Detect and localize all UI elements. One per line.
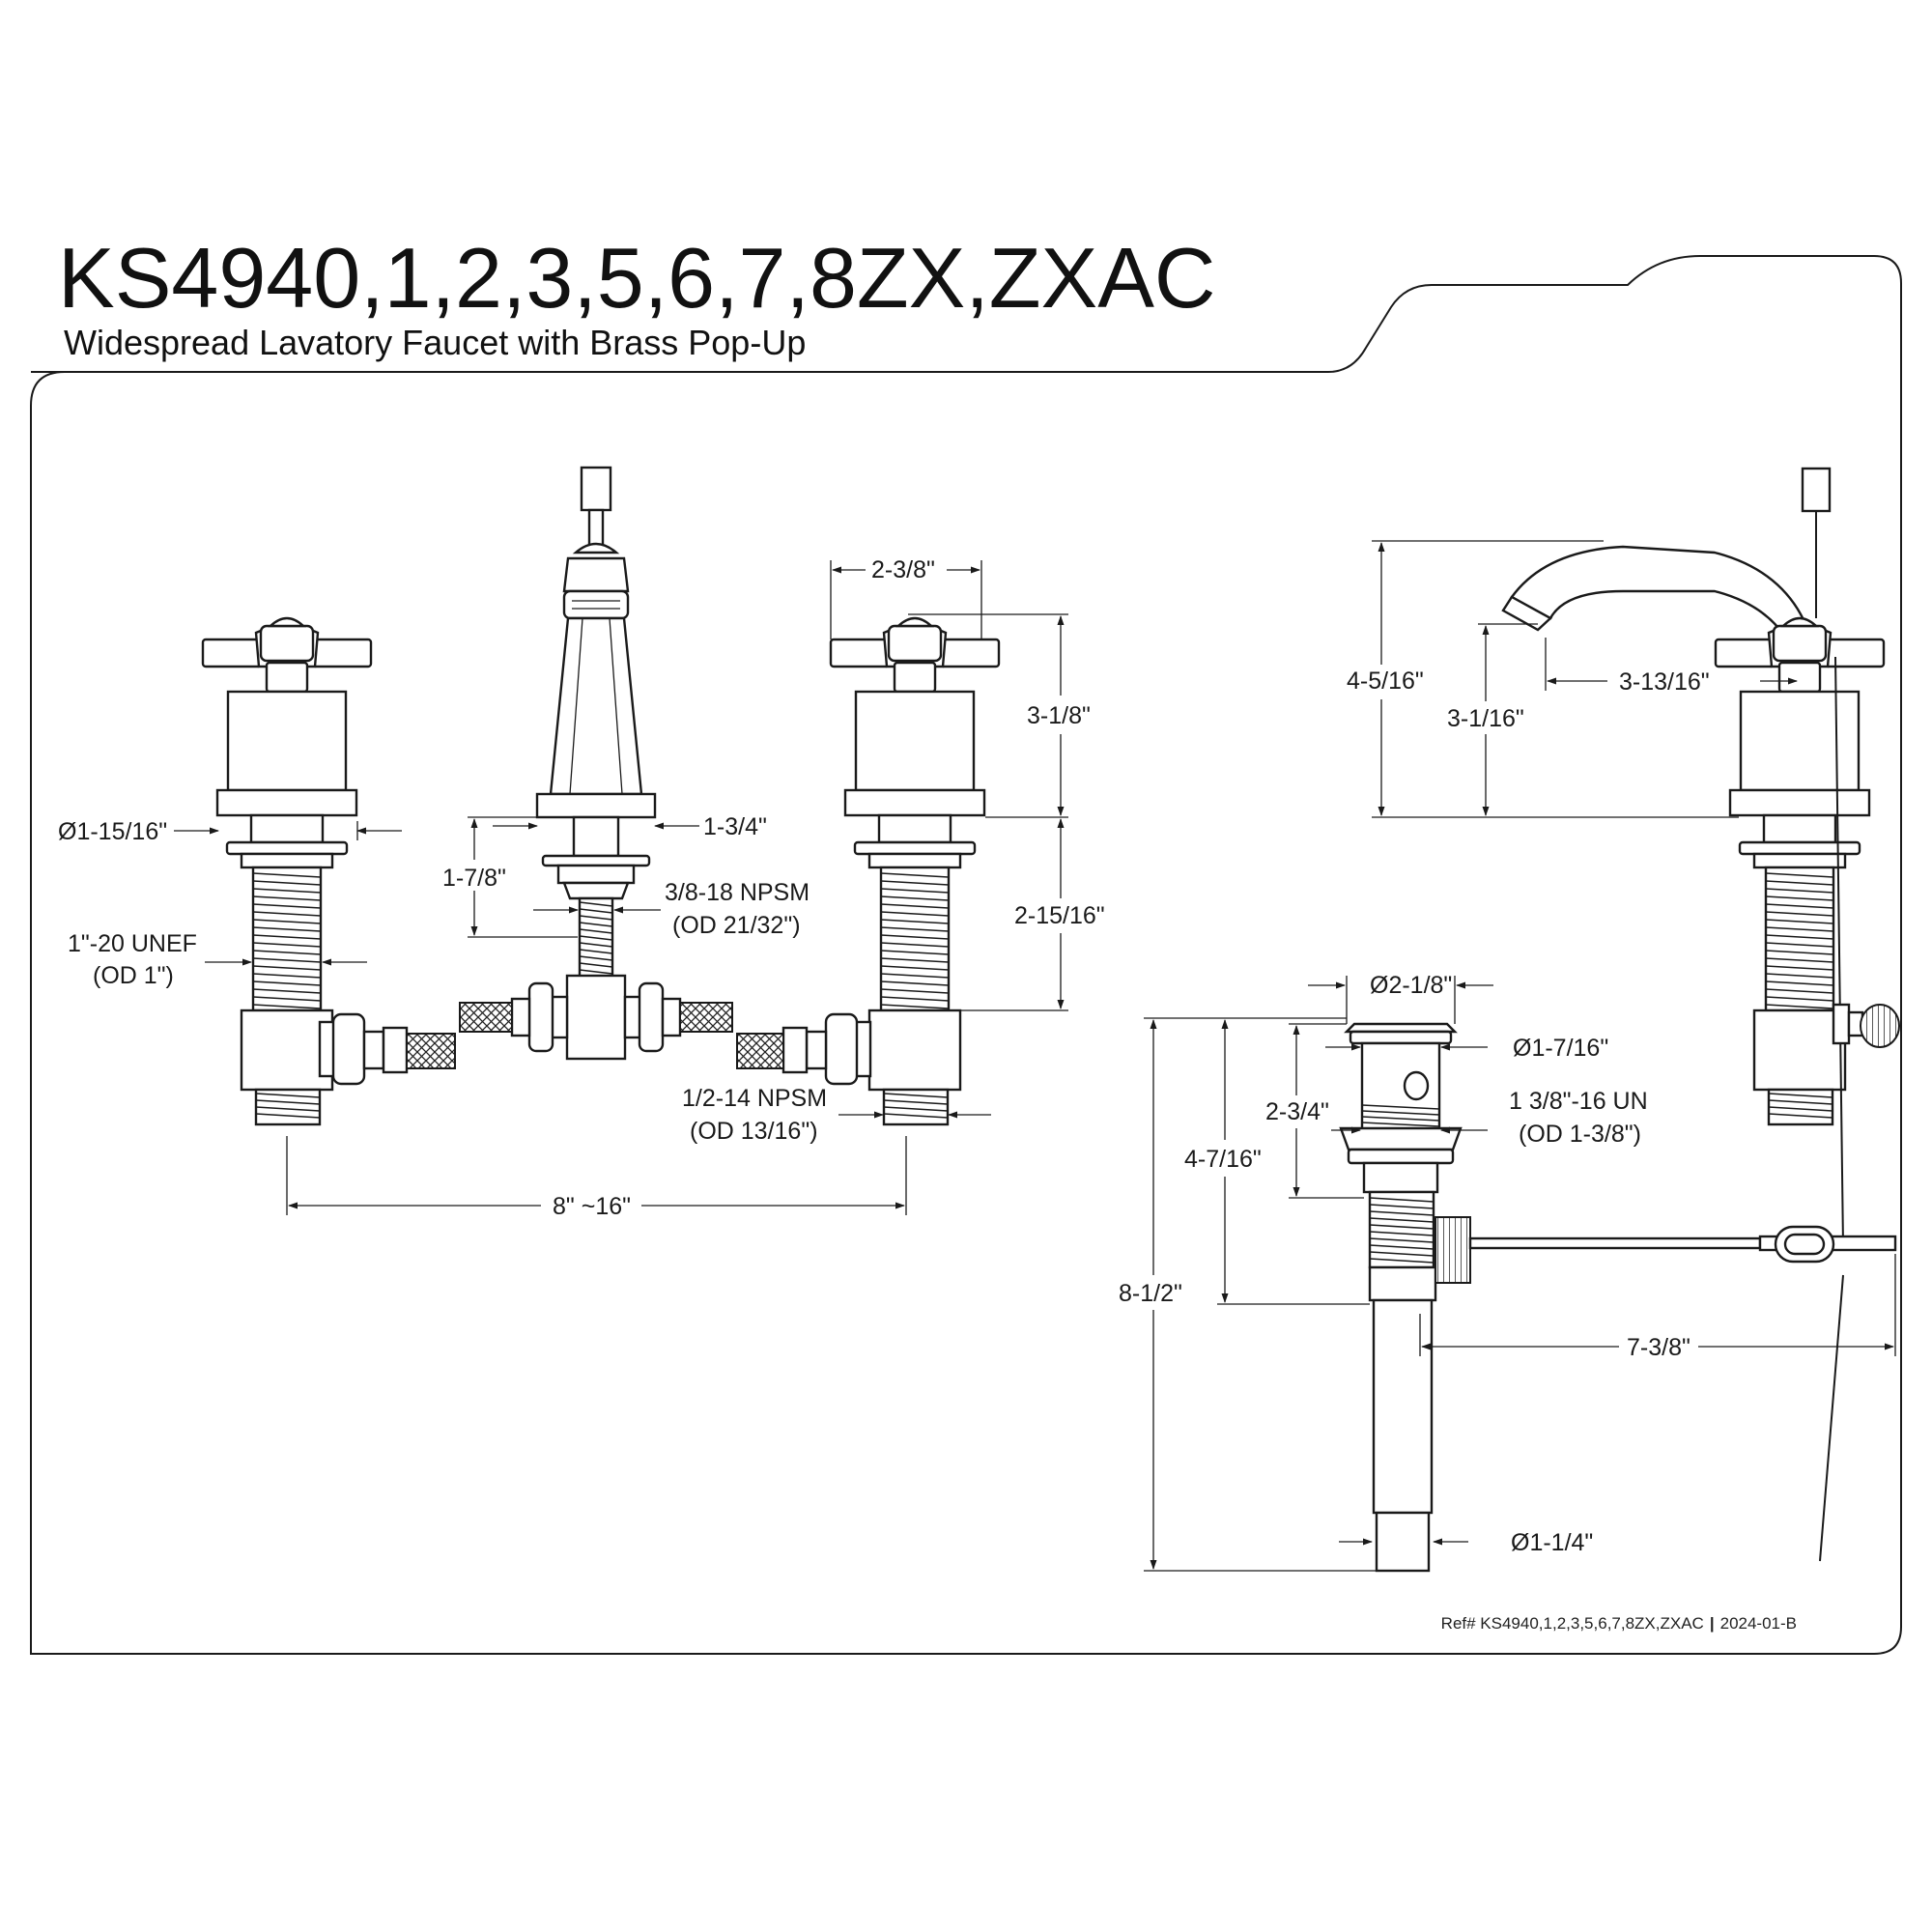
dim-drain-to-pivot <box>1217 1017 1370 1305</box>
label-spout-base-width: 1-3/4" <box>703 813 767 840</box>
footer-revision: 2024-01-B <box>1720 1614 1797 1633</box>
label-spout-thread-od: (OD 21/32") <box>672 912 801 939</box>
dim-handle-height <box>908 613 1068 818</box>
dim-center-spread <box>286 1136 907 1215</box>
dim-handle-width <box>830 560 982 639</box>
page-subtitle: Widespread Lavatory Faucet with Brass Po… <box>64 323 806 362</box>
label-handle-height: 3-1/8" <box>1027 702 1091 729</box>
footer-ref-code: Ref# KS4940,1,2,3,5,6,7,8ZX,ZXAC <box>1441 1614 1704 1633</box>
label-inlet-thread: 1/2-14 NPSM <box>682 1085 827 1112</box>
dim-handle-flange <box>174 821 402 840</box>
right-handle-valve <box>736 616 1001 1126</box>
label-handle-shank-thread: 1"-20 UNEF <box>68 930 197 957</box>
label-handle-shank-length: 2-15/16" <box>1014 902 1105 929</box>
label-center-spread: 8" ~16" <box>553 1193 631 1220</box>
center-spout-front <box>459 466 733 1061</box>
label-spout-thread: 3/8-18 NPSM <box>665 879 810 906</box>
label-spout-height: 4-5/16" <box>1347 668 1424 695</box>
frame-border <box>30 255 1902 1655</box>
label-pivot-rod-length: 7-3/8" <box>1627 1334 1690 1361</box>
dim-spout-height <box>1372 540 1739 818</box>
dim-spout-shank <box>468 816 578 938</box>
label-drain-flange-dia: Ø2-1/8" <box>1370 972 1452 999</box>
label-drain-total-length: 8-1/2" <box>1119 1280 1182 1307</box>
label-drain-body-od: (OD 1-3/8") <box>1519 1121 1641 1148</box>
dim-drain-flange <box>1308 976 1493 1024</box>
label-handle-shank-od: (OD 1") <box>93 962 174 989</box>
label-spout-reach: 3-13/16" <box>1619 668 1710 696</box>
label-spout-outlet-height: 3-1/16" <box>1447 705 1524 732</box>
label-spout-shank-length: 1-7/8" <box>442 865 506 892</box>
dim-handle-shank-length <box>951 818 1068 1011</box>
page-title: KS4940,1,2,3,5,6,7,8ZX,ZXAC <box>58 230 1215 326</box>
dim-drain-total <box>1144 1017 1377 1572</box>
label-inlet-od: (OD 13/16") <box>690 1118 818 1145</box>
dim-spout-outlet <box>1478 623 1538 816</box>
label-handle-flange-dia: Ø1-15/16" <box>58 818 167 845</box>
side-view-faucet <box>1501 467 1900 1562</box>
dim-spout-reach <box>1545 638 1798 691</box>
label-drain-to-pivot: 4-7/16" <box>1184 1146 1262 1173</box>
label-handle-width: 2-3/8" <box>871 556 935 583</box>
label-drain-body-length: 2-3/4" <box>1265 1098 1329 1125</box>
pop-up-drain <box>1339 1022 1897 1573</box>
label-tailpiece-dia: Ø1-1/4" <box>1511 1529 1593 1556</box>
dim-drain-body-length <box>1289 1023 1364 1199</box>
dim-pivot-rod <box>1419 1254 1896 1356</box>
label-drain-stopper-dia: Ø1-7/16" <box>1513 1035 1608 1062</box>
left-handle-valve <box>201 616 456 1126</box>
label-drain-body-thread: 1 3/8"-16 UN <box>1509 1088 1648 1115</box>
footer-reference: Ref# KS4940,1,2,3,5,6,7,8ZX,ZXAC|2024-01… <box>1441 1614 1797 1633</box>
